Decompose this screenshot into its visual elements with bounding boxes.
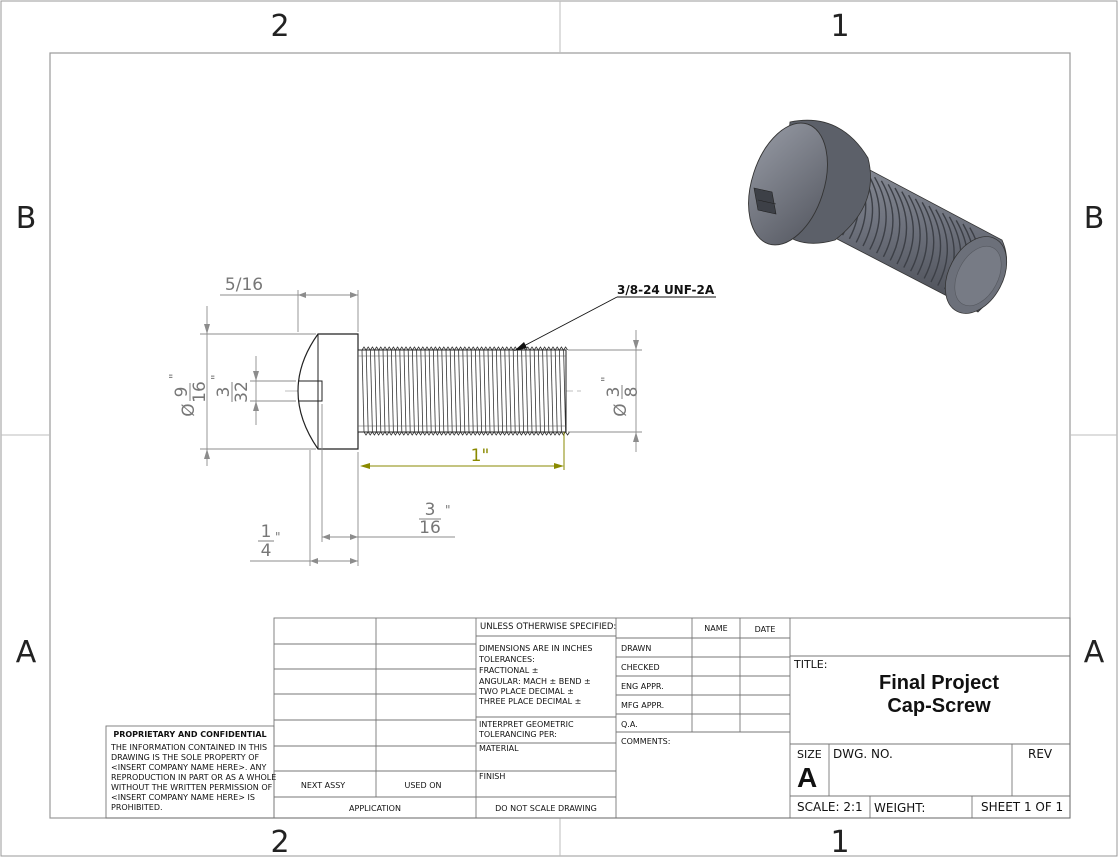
- proprietary-line: THE INFORMATION CONTAINED IN THIS: [110, 743, 267, 752]
- mfg-appr-label: MFG APPR.: [621, 701, 664, 710]
- isometric-view: [748, 119, 1008, 314]
- name-header: NAME: [704, 624, 727, 633]
- svg-text:3: 3: [604, 387, 624, 398]
- dimension-arrow: [360, 463, 370, 469]
- tolerance-line: FRACTIONAL ±: [479, 666, 538, 675]
- weight-label: WEIGHT:: [874, 801, 925, 815]
- svg-text:4: 4: [261, 541, 272, 561]
- svg-text:1: 1: [261, 522, 272, 542]
- thread-length-dimension: [362, 432, 565, 470]
- thread-lines: [361, 346, 570, 436]
- drawing-title: Final Project: [879, 672, 999, 694]
- finish-label: FINISH: [479, 772, 505, 781]
- checked-label: CHECKED: [621, 663, 660, 672]
- tolerance-line: TOLERANCES:: [478, 655, 535, 664]
- callout-leader: [519, 296, 618, 349]
- next-assy-label: NEXT ASSY: [301, 781, 345, 790]
- tolerance-line: ANGULAR: MACH ± BEND ±: [479, 677, 591, 686]
- callout-arrow: [514, 342, 527, 351]
- front-view: [285, 333, 585, 450]
- proprietary-line: DRAWING IS THE SOLE PROPERTY OF: [111, 753, 259, 762]
- dimension-lines: [200, 290, 642, 566]
- size-label: SIZE: [797, 748, 822, 761]
- interpret-line: TOLERANCING PER:: [478, 730, 557, 739]
- dim-head-diameter: Ø 9 16 ": [167, 373, 210, 416]
- dim-slot-depth: 3 16 ": [419, 500, 451, 538]
- material-label: MATERIAL: [479, 744, 519, 753]
- proprietary-line: PROHIBITED.: [111, 803, 163, 812]
- svg-text:32: 32: [232, 381, 252, 403]
- zone-label: 2: [270, 9, 289, 44]
- svg-text:Ø: Ø: [611, 403, 631, 416]
- unless-specified: UNLESS OTHERWISE SPECIFIED:: [480, 622, 616, 632]
- dim-head-length: 5/16: [225, 275, 263, 295]
- svg-text:8: 8: [622, 387, 642, 398]
- interpret-line: INTERPRET GEOMETRIC: [479, 720, 574, 729]
- zone-label: A: [1084, 635, 1105, 670]
- proprietary-line: <INSERT COMPANY NAME HERE> IS: [111, 793, 255, 802]
- svg-text:": ": [599, 376, 613, 382]
- zone-label: 1: [830, 9, 849, 44]
- svg-text:": ": [445, 503, 451, 517]
- screw-slot: [298, 380, 323, 402]
- tolerance-line: TWO PLACE DECIMAL ±: [478, 687, 574, 696]
- used-on-label: USED ON: [405, 781, 442, 790]
- zone-label: B: [1084, 201, 1105, 236]
- sheet-label: SHEET 1 OF 1: [981, 800, 1063, 814]
- svg-text:Ø: Ø: [179, 403, 199, 416]
- dim-slot-width: 3 32 ": [209, 374, 252, 402]
- zone-label: A: [16, 635, 37, 670]
- proprietary-line: <INSERT COMPANY NAME HERE>. ANY: [111, 763, 266, 772]
- do-not-scale-label: DO NOT SCALE DRAWING: [495, 804, 597, 813]
- svg-text:3: 3: [214, 387, 234, 398]
- title-block-grid: [105, 617, 1071, 819]
- svg-text:9: 9: [172, 387, 192, 398]
- dimension-arrows: [204, 292, 639, 564]
- zone-label: 2: [270, 825, 289, 857]
- title-label: TITLE:: [793, 658, 827, 671]
- svg-text:": ": [167, 373, 181, 379]
- svg-text:3: 3: [425, 500, 436, 520]
- eng-appr-label: ENG APPR.: [621, 682, 664, 691]
- rev-label: REV: [1028, 747, 1053, 761]
- qa-label: Q.A.: [621, 720, 638, 729]
- svg-text:": ": [275, 530, 281, 544]
- application-label: APPLICATION: [349, 804, 401, 813]
- tolerance-line: DIMENSIONS ARE IN INCHES: [479, 644, 592, 653]
- zone-label: B: [16, 201, 37, 236]
- drawn-label: DRAWN: [621, 644, 651, 653]
- screw-head: [297, 333, 359, 450]
- proprietary-line: WITHOUT THE WRITTEN PERMISSION OF: [111, 783, 273, 792]
- dim-shank-diameter: Ø 3 8 ": [599, 376, 642, 416]
- proprietary-title: PROPRIETARY AND CONFIDENTIAL: [113, 730, 266, 739]
- thread-callout: 3/8-24 UNF-2A: [617, 283, 715, 297]
- size-value: A: [797, 762, 817, 793]
- dim-thread-length: 1": [471, 446, 490, 466]
- svg-text:16: 16: [419, 518, 441, 538]
- tolerance-line: THREE PLACE DECIMAL ±: [478, 697, 581, 706]
- date-header: DATE: [755, 625, 776, 634]
- scale-label: SCALE: 2:1: [797, 800, 863, 814]
- svg-text:16: 16: [190, 381, 210, 403]
- dim-head-quarter: 1 4 ": [258, 522, 281, 561]
- dwg-no-label: DWG. NO.: [833, 747, 893, 761]
- proprietary-line: REPRODUCTION IN PART OR AS A WHOLE: [111, 773, 276, 782]
- svg-text:": ": [209, 374, 223, 380]
- drawing-subtitle: Cap-Screw: [887, 695, 991, 717]
- zone-label: 1: [830, 825, 849, 857]
- comments-label: COMMENTS:: [621, 737, 670, 746]
- dimension-arrow: [554, 463, 564, 469]
